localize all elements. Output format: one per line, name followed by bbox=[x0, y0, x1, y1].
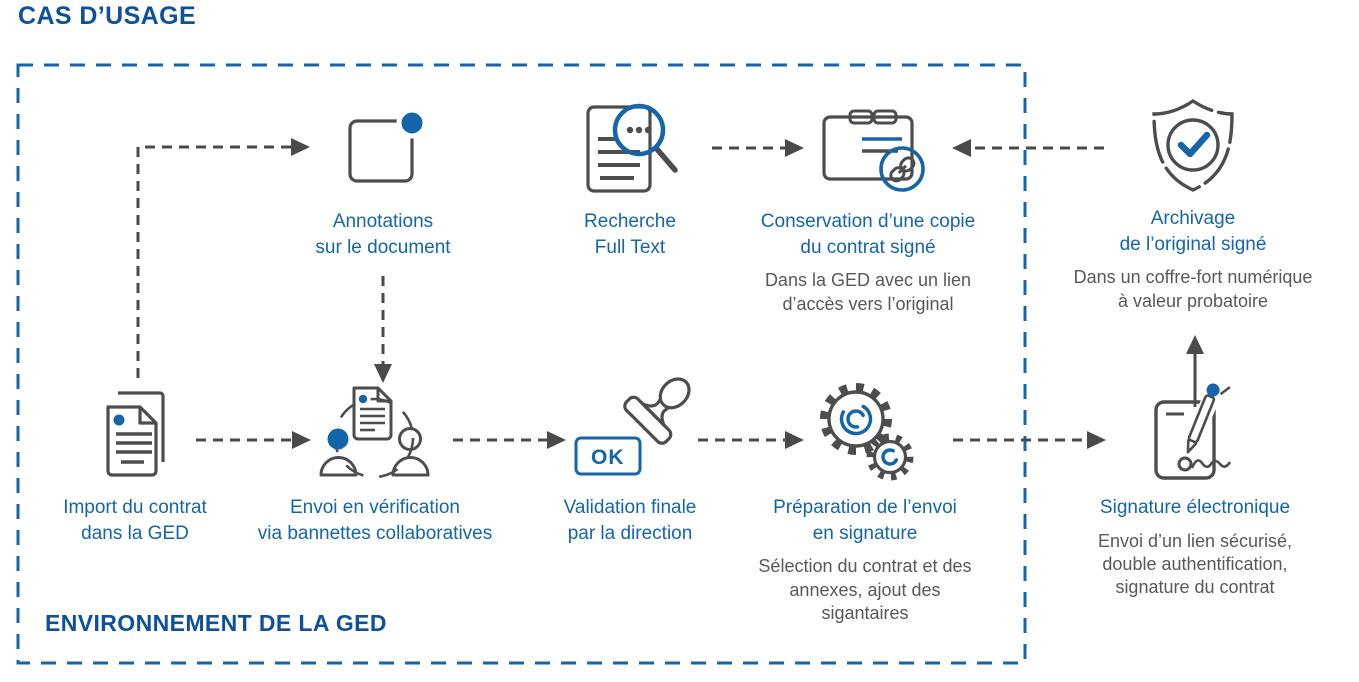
node-label: Conservation d’une copie du contrat sign… bbox=[760, 211, 976, 258]
approval-stamp-icon: OK bbox=[560, 377, 700, 486]
folder-link-icon bbox=[810, 98, 926, 200]
node-label: Import du contrat dans la GED bbox=[63, 497, 207, 544]
node-annotations: Annotations sur le document bbox=[268, 98, 498, 260]
node-label: Préparation de l’envoi en signature bbox=[773, 497, 957, 544]
node-archivage: Archivage de l’original signé Dans un co… bbox=[1048, 95, 1338, 313]
node-description: Sélection du contrat et des annexes, ajo… bbox=[758, 556, 972, 624]
node-recherche: Recherche Full Text bbox=[540, 98, 720, 260]
collaborative-review-icon bbox=[309, 378, 441, 486]
stamp-ok-text: OK bbox=[591, 446, 625, 469]
node-envoi: Envoi en vérification via bannettes coll… bbox=[240, 378, 510, 546]
node-label: Archivage de l’original signé bbox=[1119, 208, 1267, 255]
node-description: Envoi d’un lien sécurisé, double authent… bbox=[1097, 530, 1293, 598]
node-label: Validation finale par la direction bbox=[563, 497, 697, 544]
node-import: Import du contrat dans la GED bbox=[35, 378, 235, 546]
arrow-annotations-to-envoi bbox=[374, 276, 392, 383]
ged-environment-label: ENVIRONNEMENT DE LA GED bbox=[45, 610, 387, 636]
document-import-icon bbox=[94, 378, 176, 486]
node-validation: OK Validation finale par la direction bbox=[530, 377, 730, 546]
shield-check-icon bbox=[1141, 95, 1245, 197]
node-label: Envoi en vérification via bannettes coll… bbox=[257, 497, 493, 544]
node-label: Recherche Full Text bbox=[584, 211, 676, 258]
node-label: Signature électronique bbox=[1099, 497, 1291, 518]
node-preparation: Préparation de l’envoi en signature Séle… bbox=[735, 378, 995, 625]
electronic-signature-icon bbox=[1140, 378, 1250, 486]
gears-icon bbox=[806, 378, 924, 486]
annotation-note-icon bbox=[336, 98, 431, 200]
node-signature: Signature électronique Envoi d’un lien s… bbox=[1050, 378, 1340, 600]
fulltext-search-icon bbox=[574, 98, 686, 200]
node-description: Dans la GED avec un lien d’accès vers l’… bbox=[764, 270, 972, 314]
node-description: Dans un coffre-fort numérique à valeur p… bbox=[1073, 267, 1313, 311]
node-conservation: Conservation d’une copie du contrat sign… bbox=[743, 98, 993, 316]
node-label: Annotations sur le document bbox=[315, 211, 451, 258]
page-title: CAS D’USAGE bbox=[18, 2, 197, 30]
